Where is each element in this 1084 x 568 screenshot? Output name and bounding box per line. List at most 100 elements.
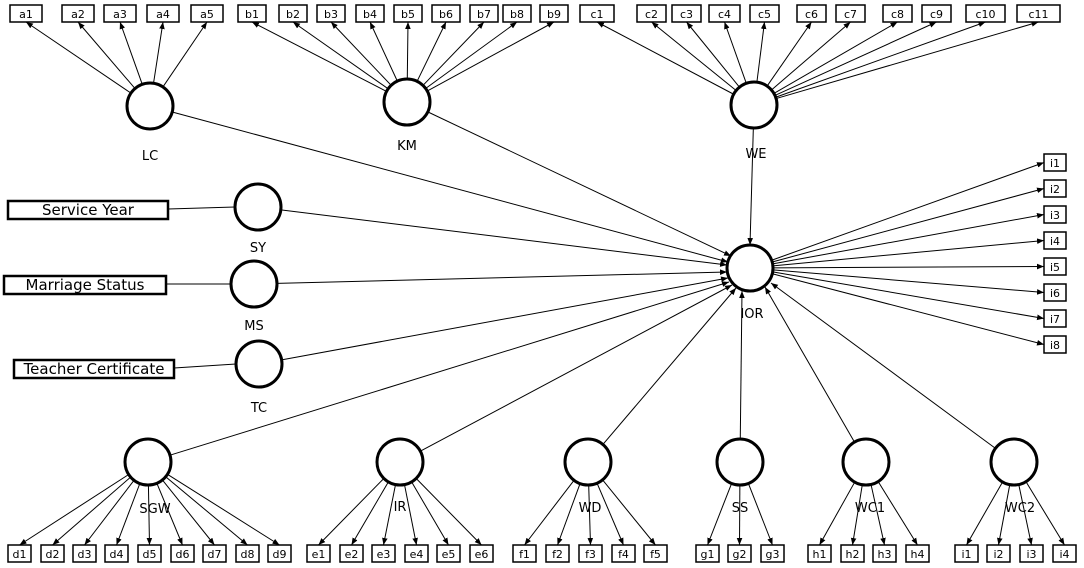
loading-we-c3: [686, 21, 740, 88]
latent-label-ir: IR: [394, 500, 407, 515]
indicator-label-km-b7: b7: [477, 8, 491, 21]
indicator-box-wd-f2: [545, 544, 570, 563]
latent-wd: [563, 437, 613, 487]
indicator-box-ir-e3: [371, 544, 396, 563]
path-sy-to-ior: [280, 209, 728, 267]
indicator-label-we-c11: c11: [1028, 8, 1048, 21]
indicator-label-wc2-i4: i4: [1059, 548, 1069, 561]
indicator-box-ior-i7: [1043, 309, 1067, 328]
indicator-label-ir-e1: e1: [312, 548, 326, 561]
indicator-label-we-c8: c8: [891, 8, 904, 21]
latent-ir: [375, 437, 425, 487]
latent-tc: [234, 339, 284, 389]
indicator-label-we-c6: c6: [805, 8, 818, 21]
indicator-label-wd-f4: f4: [618, 548, 629, 561]
indicator-label-ss-g1: g1: [701, 548, 715, 561]
indicator-label-wc1-h1: h1: [813, 548, 827, 561]
loading-wd-f2: [557, 483, 581, 546]
latent-ior: [725, 243, 775, 293]
loading-km-b3: [330, 21, 392, 86]
loading-km-b6: [416, 21, 447, 82]
loading-lc-a2: [77, 21, 136, 89]
indicator-box-wd-f3: [578, 544, 603, 563]
latent-label-tc: TC: [250, 401, 267, 416]
loading-km-b2: [292, 21, 389, 90]
indicator-box-km-b6: [431, 4, 461, 23]
loading-wc2-i4: [1025, 481, 1065, 546]
indicator-box-km-b8: [502, 4, 532, 23]
indicator-label-wd-f5: f5: [650, 548, 661, 561]
loading-ir-e4: [403, 484, 418, 546]
indicator-label-km-b9: b9: [547, 8, 561, 21]
path-tc-to-ior: [281, 276, 729, 361]
indicator-label-ior-i7: i7: [1050, 313, 1060, 326]
latent-label-ms: MS: [244, 319, 263, 334]
indicator-label-km-b8: b8: [510, 8, 524, 21]
indicator-box-lc-a5: [190, 4, 224, 23]
indicator-label-ir-e3: e3: [377, 548, 391, 561]
indicator-label-km-b2: b2: [286, 8, 300, 21]
indicator-label-ior-i6: i6: [1050, 287, 1060, 300]
indicator-label-km-b4: b4: [363, 8, 377, 21]
latent-label-ior: IOR: [740, 307, 763, 322]
loading-sgw-d6: [156, 483, 183, 546]
indicator-box-we-c10: [965, 4, 1006, 23]
indicator-label-wd-f2: f2: [552, 548, 563, 561]
indicator-label-ior-i8: i8: [1050, 339, 1060, 352]
loading-ior-i2: [772, 187, 1045, 263]
indicator-label-we-c3: c3: [680, 8, 693, 21]
path-ss-to-ior: [739, 290, 745, 440]
indicator-box-km-b5: [393, 4, 423, 23]
loading-wd-f3: [587, 484, 594, 546]
loading-km-b5: [405, 21, 411, 80]
indicator-box-ior-i5: [1043, 257, 1067, 276]
path-wc1-to-ior: [764, 286, 855, 443]
indicator-box-wc1-h3: [872, 544, 897, 563]
loading-ior-i8: [772, 273, 1045, 346]
loading-ir-e5: [411, 481, 449, 546]
indicator-box-ss-g3: [760, 544, 785, 563]
latent-label-ss: SS: [732, 501, 749, 516]
loading-wc2-i2: [997, 484, 1011, 546]
loading-we-c11: [775, 21, 1039, 100]
latent-km: [382, 77, 432, 127]
path-wc2-to-ior: [770, 282, 996, 449]
indicator-box-sgw-d6: [170, 544, 195, 563]
observed-box-tc: [12, 358, 176, 380]
indicator-box-ior-i2: [1043, 179, 1067, 198]
indicator-label-sgw-d7: d7: [208, 548, 222, 561]
loading-we-c6: [766, 21, 812, 87]
observed-label-sy: Service Year: [42, 201, 135, 219]
indicator-box-sgw-d5: [137, 544, 162, 563]
loading-wc2-i3: [1018, 484, 1033, 546]
indicator-box-we-c1: [579, 4, 615, 23]
indicator-label-wc2-i2: i2: [993, 548, 1003, 561]
indicator-box-wd-f4: [611, 544, 636, 563]
latent-label-wc2: WC2: [1005, 501, 1035, 516]
loading-ior-i1: [771, 162, 1045, 261]
loading-we-c2: [651, 21, 737, 91]
indicator-box-ir-e6: [469, 544, 494, 563]
indicator-box-we-c11: [1016, 4, 1061, 23]
latent-label-sy: SY: [250, 241, 266, 256]
observed-box-sy: [6, 199, 170, 221]
loading-ir-e3: [382, 484, 397, 546]
loading-we-c9: [774, 21, 937, 96]
loading-km-b4: [369, 21, 398, 82]
indicator-label-sgw-d3: d3: [78, 548, 92, 561]
indicator-box-km-b4: [355, 4, 385, 23]
loading-sgw-d8: [165, 476, 248, 546]
loading-we-c5: [756, 21, 767, 83]
indicator-label-wc1-h4: h4: [911, 548, 925, 561]
loading-ior-i7: [772, 271, 1045, 321]
indicator-label-ior-i3: i3: [1050, 209, 1060, 222]
indicator-label-we-c2: c2: [645, 8, 658, 21]
indicator-label-km-b1: b1: [245, 8, 259, 21]
indicator-box-wd-f1: [512, 544, 537, 563]
indicator-label-sgw-d4: d4: [110, 548, 124, 561]
loading-ior-i4: [772, 238, 1045, 267]
path-we-to-ior: [747, 127, 754, 246]
path-ms-to-ior: [276, 269, 728, 284]
indicator-label-km-b5: b5: [401, 8, 415, 21]
